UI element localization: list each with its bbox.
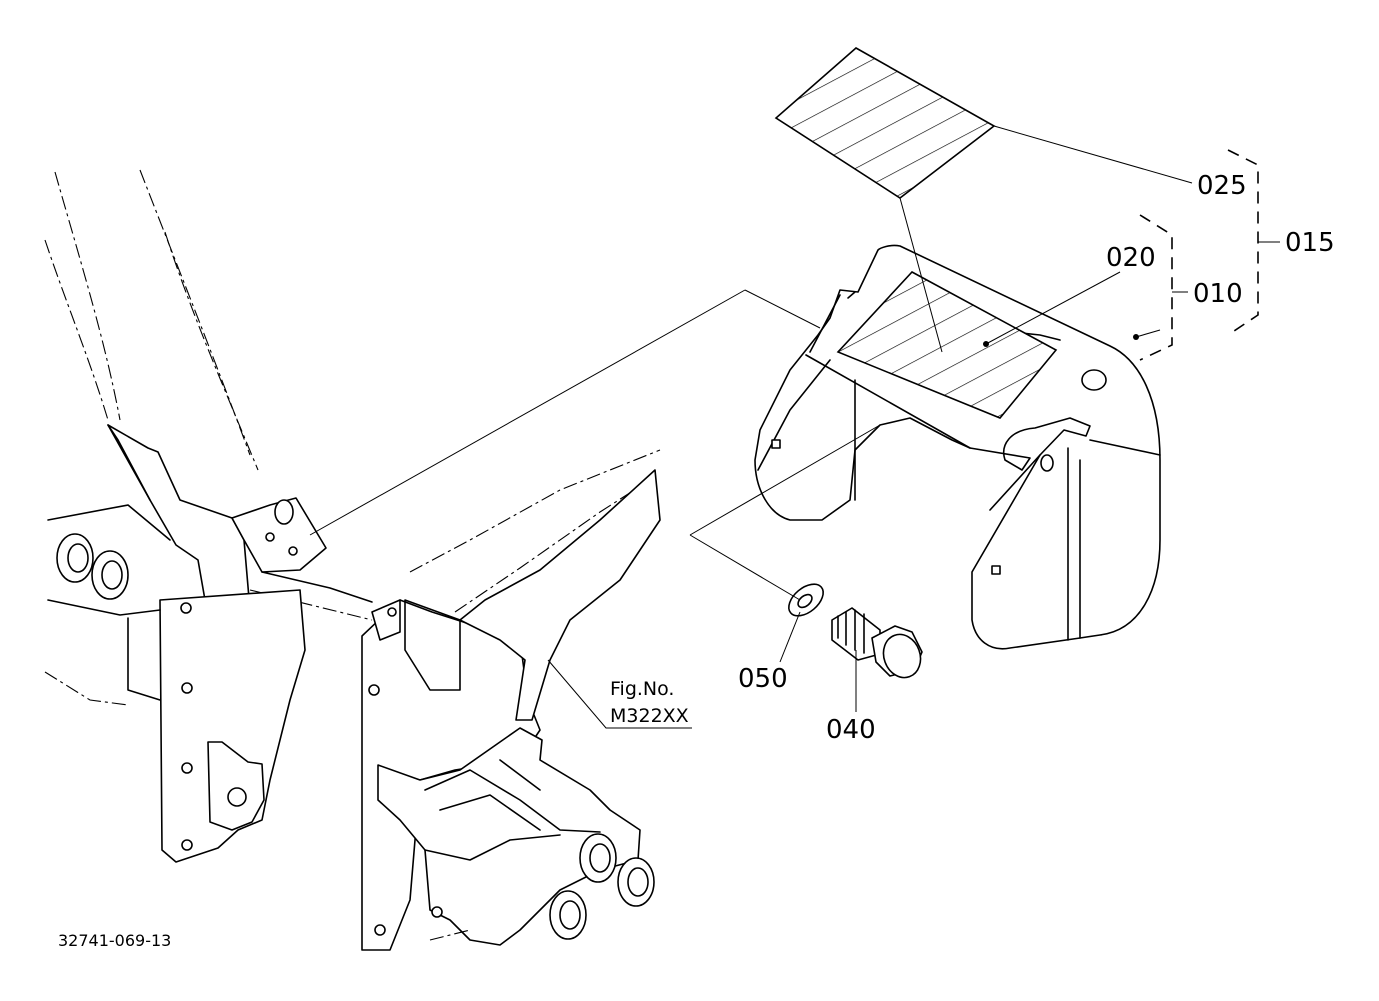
figure-reference-label: Fig.No. xyxy=(610,678,674,700)
document-id: 32741-069-13 xyxy=(58,931,171,950)
grouping-brackets xyxy=(1139,149,1280,361)
callout-040: 040 xyxy=(826,715,876,745)
callout-050: 050 xyxy=(738,664,788,694)
leader-lines xyxy=(309,125,1193,729)
callout-020: 020 xyxy=(1106,243,1156,273)
step-pad-lower xyxy=(836,271,1058,419)
step-pad-upper xyxy=(774,47,996,199)
callout-025: 025 xyxy=(1197,171,1247,201)
bolt-part xyxy=(831,607,923,679)
figure-reference-number: M322XX xyxy=(610,705,689,727)
washer-part xyxy=(788,583,824,617)
callout-010: 010 xyxy=(1193,279,1243,309)
tractor-frame-background xyxy=(44,169,661,951)
callout-015: 015 xyxy=(1285,228,1335,258)
